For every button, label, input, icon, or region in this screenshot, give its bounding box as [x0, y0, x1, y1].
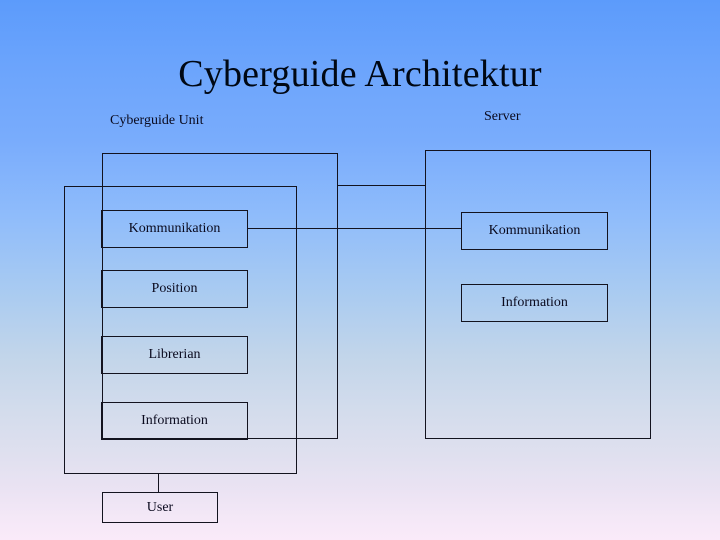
unit-component-position[interactable]: Position: [101, 270, 248, 308]
unit-component-information-label: Information: [141, 413, 208, 428]
server-component-kommunikation-label: Kommunikation: [488, 223, 581, 238]
unit-component-position-label: Position: [151, 281, 198, 296]
cyberguide-unit-outer-container: [102, 153, 338, 439]
connector-kommunikation-to-kommunikation: [247, 228, 462, 230]
unit-component-information[interactable]: Information: [101, 402, 248, 440]
server-label: Server: [484, 109, 521, 124]
cyberguide-unit-inner-container: [64, 186, 297, 474]
server-component-information-label: Information: [501, 295, 568, 310]
connector-unit-to-server-top: [337, 185, 426, 187]
user-box-label: User: [146, 499, 174, 515]
page-title: Cyberguide Architektur: [178, 53, 542, 95]
server-container: [425, 150, 651, 439]
unit-component-librerian-label: Librerian: [148, 347, 201, 362]
server-component-information[interactable]: Information: [461, 284, 608, 322]
cyberguide-unit-label: Cyberguide Unit: [110, 113, 204, 128]
server-component-kommunikation[interactable]: Kommunikation: [461, 212, 608, 250]
user-box[interactable]: User: [102, 492, 218, 523]
connector-unit-to-user: [158, 473, 160, 493]
unit-component-kommunikation-label: Kommunikation: [128, 221, 221, 236]
unit-component-kommunikation[interactable]: Kommunikation: [101, 210, 248, 248]
unit-component-librerian[interactable]: Librerian: [101, 336, 248, 374]
